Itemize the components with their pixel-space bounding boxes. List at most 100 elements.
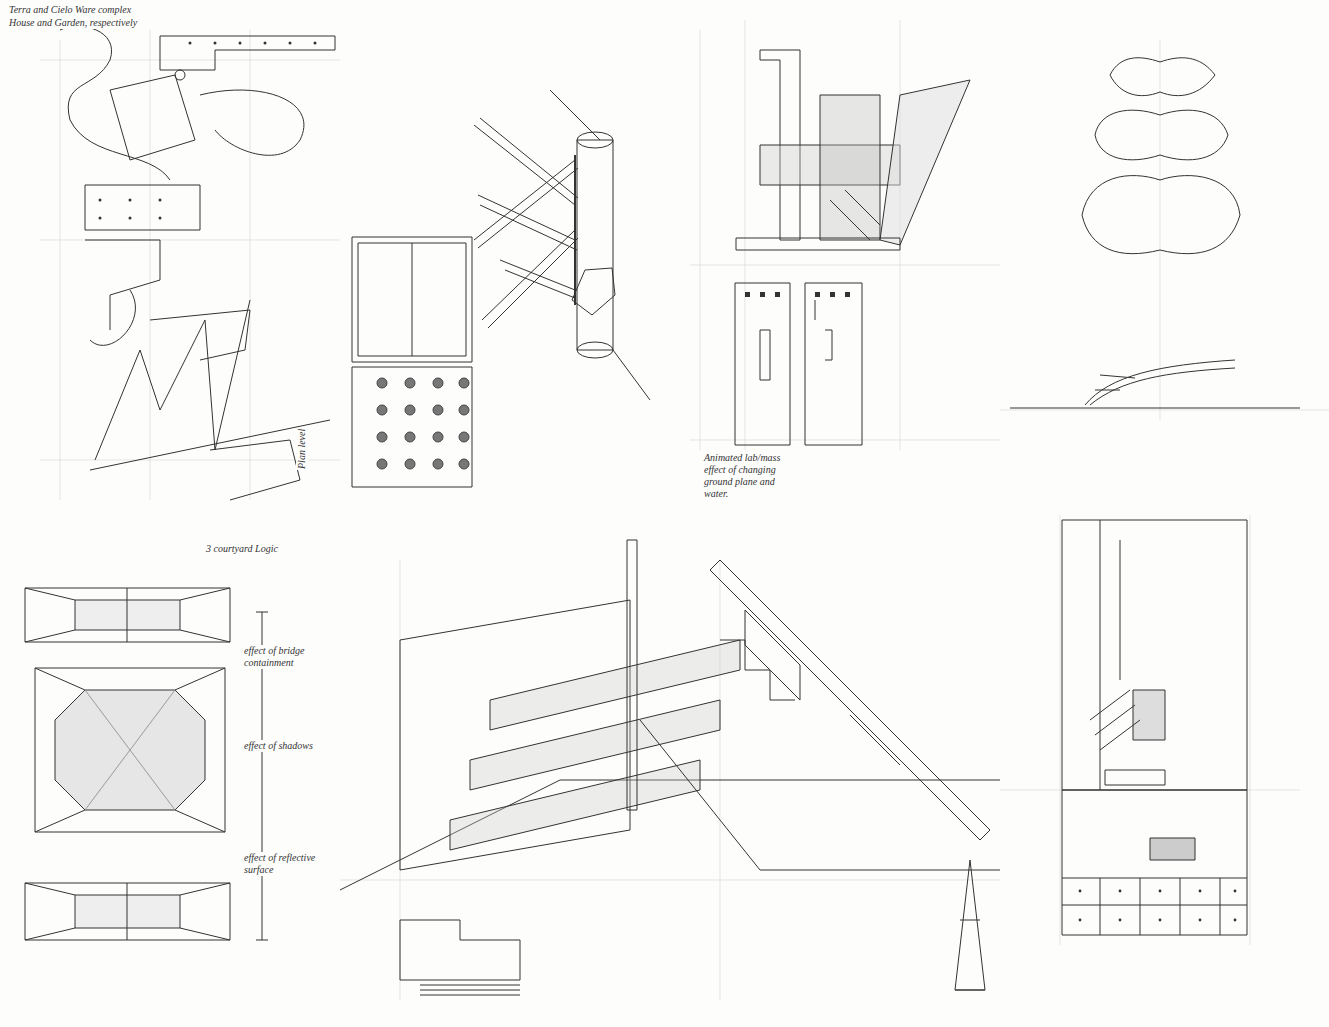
site-plan-stroke-stroke xyxy=(214,42,217,45)
plan-and-bridge-stroke xyxy=(352,367,472,487)
animated-mass-stroke-stroke xyxy=(845,292,850,297)
plan-and-bridge-stroke xyxy=(474,118,578,328)
tower-elevation-stroke xyxy=(1062,790,1247,935)
handwritten-note: effect of shadows xyxy=(243,740,314,752)
animated-mass-stroke xyxy=(830,190,880,240)
vault-study-stroke xyxy=(1095,110,1228,160)
plan-and-bridge-stroke-stroke xyxy=(405,459,415,469)
handwritten-note: Animated lab/mass effect of changing gro… xyxy=(703,452,800,500)
construction-grid-stroke xyxy=(150,30,151,500)
plan-and-bridge-stroke xyxy=(572,268,615,315)
vault-study-stroke xyxy=(1085,360,1235,405)
courtyard-perspectives-stroke xyxy=(25,883,230,940)
construction-grid-stroke xyxy=(700,30,701,450)
plan-and-bridge-stroke xyxy=(613,350,650,400)
tower-elevation-stroke xyxy=(1133,690,1165,740)
animated-mass-stroke xyxy=(880,80,970,245)
plan-and-bridge-stroke-stroke xyxy=(377,459,387,469)
tower-elevation-stroke-stroke xyxy=(1119,919,1122,922)
plan-and-bridge xyxy=(352,90,650,487)
tower-elevation-stroke xyxy=(1090,690,1140,750)
plan-and-bridge-stroke-stroke xyxy=(459,432,469,442)
plan-and-bridge-stroke-stroke xyxy=(459,405,469,415)
site-plan-stroke xyxy=(60,26,170,180)
site-plan-stroke-stroke xyxy=(289,42,292,45)
courtyard-perspectives-stroke xyxy=(35,668,225,832)
construction-grid-stroke xyxy=(60,40,61,500)
plan-and-bridge-stroke-stroke xyxy=(405,405,415,415)
perspective-study-stroke xyxy=(720,640,795,700)
courtyard-perspectives-stroke xyxy=(35,668,225,832)
plan-and-bridge-stroke-stroke xyxy=(459,378,469,388)
tower-elevation-stroke xyxy=(1062,878,1247,935)
plan-and-bridge-stroke xyxy=(352,237,472,362)
site-plan-stroke-stroke xyxy=(239,42,242,45)
perspective-study xyxy=(340,540,1000,995)
perspective-study-stroke xyxy=(710,560,990,840)
handwritten-note: Terra and Cielo Ware complex xyxy=(8,4,132,16)
site-plan-stroke-stroke xyxy=(159,199,162,202)
site-plan-stroke-stroke xyxy=(314,42,317,45)
tower-elevation-stroke xyxy=(1105,770,1165,785)
tower-elevation-stroke xyxy=(1062,520,1247,790)
tower-elevation xyxy=(1062,520,1247,935)
site-plan-stroke xyxy=(85,240,160,330)
vault-study xyxy=(1010,58,1300,408)
site-plan-stroke xyxy=(85,185,200,230)
site-plan-stroke xyxy=(175,70,185,80)
site-plan-stroke xyxy=(99,42,317,220)
animated-mass-stroke-stroke xyxy=(760,292,765,297)
construction-grid-stroke xyxy=(1160,40,1161,420)
perspective-study-stroke xyxy=(627,540,637,810)
tower-elevation-stroke-stroke xyxy=(1234,890,1237,893)
site-plan-stroke-stroke xyxy=(129,199,132,202)
construction-grid-stroke xyxy=(340,880,1000,881)
animated-mass-stroke xyxy=(736,238,900,250)
construction-grid-stroke xyxy=(690,265,1000,266)
perspective-study-stroke xyxy=(490,640,740,730)
construction-grid-stroke xyxy=(745,20,746,450)
courtyard-perspectives-stroke xyxy=(25,883,230,940)
plan-and-bridge-stroke-stroke xyxy=(377,378,387,388)
handwritten-note: Plan level xyxy=(296,428,308,470)
plan-and-bridge-stroke xyxy=(550,90,600,140)
construction-grid-stroke xyxy=(1000,410,1329,411)
perspective-study-stroke xyxy=(745,610,900,765)
tower-elevation-stroke-stroke xyxy=(1199,890,1202,893)
animated-mass-stroke-stroke xyxy=(745,292,750,297)
animated-mass-stroke xyxy=(805,283,862,445)
animated-mass-stroke xyxy=(745,292,850,297)
vault-study-stroke xyxy=(1082,176,1240,254)
site-plan-stroke-stroke xyxy=(189,42,192,45)
site-plan xyxy=(60,26,335,500)
construction-grid-stroke xyxy=(1250,515,1251,945)
animated-mass-stroke xyxy=(760,300,832,380)
plan-and-bridge-stroke-stroke xyxy=(405,432,415,442)
animated-mass xyxy=(735,50,970,445)
tower-elevation-stroke-stroke xyxy=(1159,919,1162,922)
plan-and-bridge-stroke xyxy=(358,243,466,356)
site-plan-stroke-stroke xyxy=(264,42,267,45)
handwritten-note: 3 courtyard Logic xyxy=(205,543,279,555)
plan-and-bridge-stroke xyxy=(577,140,613,350)
site-plan-stroke xyxy=(95,300,250,460)
plan-and-bridge-stroke-stroke xyxy=(433,459,443,469)
construction-grid-stroke xyxy=(250,30,251,500)
construction-grid-stroke xyxy=(1060,515,1061,945)
plan-and-bridge-stroke-stroke xyxy=(433,432,443,442)
site-plan-stroke xyxy=(200,90,304,155)
perspective-study-stroke xyxy=(640,720,1000,870)
plan-and-bridge-stroke xyxy=(577,342,613,358)
perspective-study-stroke xyxy=(400,920,520,980)
site-plan-stroke xyxy=(160,36,335,70)
tower-elevation-stroke-stroke xyxy=(1159,890,1162,893)
handwritten-note: effect of bridge containment xyxy=(243,645,330,669)
plan-and-bridge-stroke-stroke xyxy=(377,405,387,415)
tower-elevation-stroke-stroke xyxy=(1234,919,1237,922)
plan-and-bridge-stroke-stroke xyxy=(433,378,443,388)
plan-and-bridge-stroke xyxy=(412,243,413,356)
tower-elevation-stroke xyxy=(1150,838,1195,860)
plan-and-bridge-stroke xyxy=(377,378,469,469)
site-plan-stroke xyxy=(210,440,300,500)
